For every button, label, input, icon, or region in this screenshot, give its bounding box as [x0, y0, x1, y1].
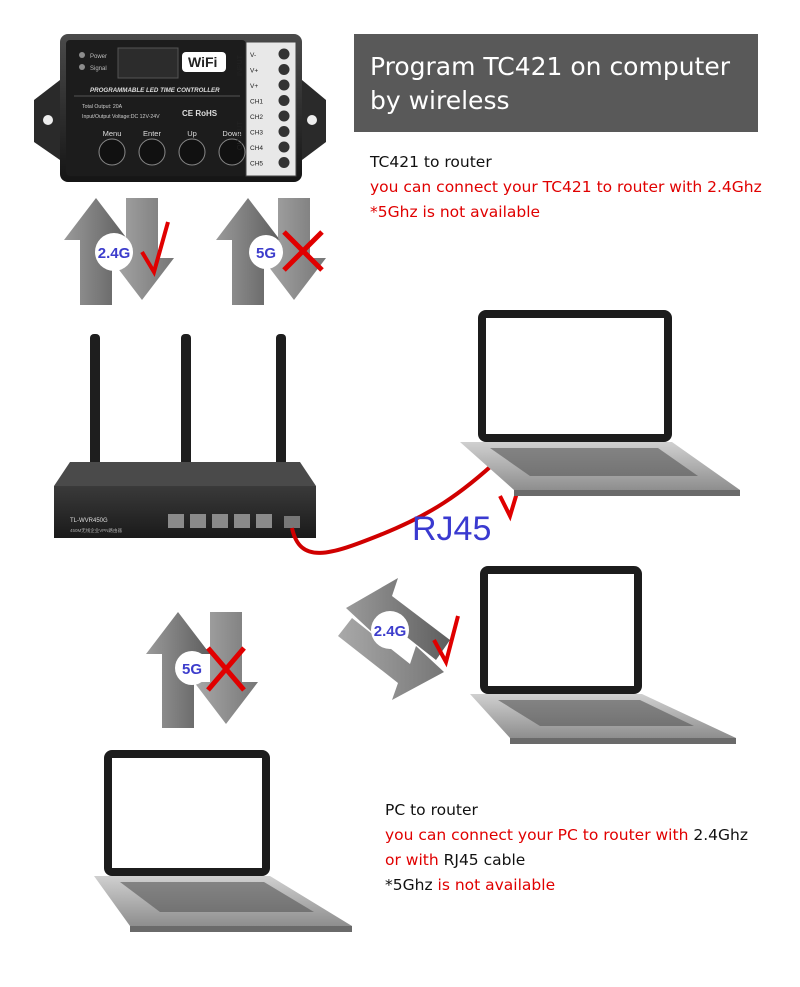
- router-port: [256, 514, 272, 528]
- led-power-label: Power: [90, 54, 107, 60]
- terminal-screw: [278, 110, 290, 122]
- rj45-label: RJ45: [412, 510, 491, 548]
- pc-note: PC to router you can connect your PC to …: [385, 798, 785, 898]
- badge-tc-5g-label: 5G: [256, 245, 276, 262]
- router-model: TL-WVR450G: [70, 518, 108, 524]
- checkmark-icon: [140, 221, 170, 278]
- terminal-screw: [278, 141, 290, 153]
- tc421-line1-text: you can connect your TC421 to router wit…: [370, 178, 708, 196]
- title-banner: Program TC421 on computer by wireless: [354, 34, 758, 132]
- terminal-label: CH3: [250, 130, 263, 137]
- tc421-controller: Power Signal WiFi PROGRAMMABLE LED TIME …: [30, 30, 330, 190]
- led-signal-label: Signal: [90, 66, 107, 72]
- spec-output: Total Output: 20A: [82, 104, 123, 110]
- pc-line3-text: *5Ghz: [385, 876, 433, 894]
- controller-button: [98, 138, 126, 166]
- badge-pc-5g: 5G: [175, 651, 209, 685]
- badge-pc-24g-label: 2.4G: [374, 623, 407, 640]
- terminal-label: CH4: [250, 145, 263, 152]
- router-port: [234, 514, 250, 528]
- laptop-bottom: [94, 750, 352, 932]
- terminal-screw: [278, 157, 290, 168]
- terminal-screw: [278, 126, 290, 137]
- cert-marks: CE RoHS: [182, 109, 218, 118]
- router-subtitle: 450M无线企业VPN路由器: [70, 527, 123, 534]
- terminal-label: V-: [250, 52, 256, 59]
- pc-line1-value: 2.4Ghz: [693, 826, 748, 844]
- checkmark-icon: [432, 615, 460, 668]
- pc-line2-text: or with: [385, 851, 444, 869]
- lcd-title: PROGRAMMABLE LED TIME CONTROLLER: [90, 87, 220, 94]
- pc-heading: PC to router: [385, 801, 478, 819]
- tc-5g-arrows: [216, 198, 326, 305]
- controller-button: [138, 138, 166, 166]
- controller-button-label: Enter: [143, 129, 161, 138]
- cross-icon: [282, 230, 324, 272]
- router-port: [212, 514, 228, 528]
- pc-line2: or with RJ45 cable: [385, 848, 785, 873]
- laptop-top: [460, 310, 740, 496]
- tc421-line1-value: 2.4Ghz: [707, 178, 762, 196]
- tc421-heading: TC421 to router: [370, 153, 492, 171]
- terminal-label: CH5: [250, 161, 263, 168]
- badge-pc-5g-label: 5G: [182, 661, 202, 678]
- terminal-label: V+: [250, 68, 258, 75]
- badge-tc-24g-label: 2.4G: [98, 245, 131, 262]
- pc-line1: you can connect your PC to router with 2…: [385, 823, 785, 848]
- wifi-badge: WiFi: [188, 54, 217, 70]
- terminal-input-label: INPUT: [237, 54, 244, 76]
- spec-voltage: Input/Output Voltage:DC 12V-24V: [82, 114, 160, 120]
- badge-tc-5g: 5G: [249, 235, 283, 269]
- pc-line1-text: you can connect your PC to router with: [385, 826, 694, 844]
- terminal-label: CH1: [250, 99, 263, 106]
- controller-button-label: Up: [187, 129, 197, 138]
- controller-button: [178, 138, 206, 166]
- terminal-label: CH2: [250, 114, 263, 121]
- router: TL-WVR450G 450M无线企业VPN路由器: [54, 334, 316, 538]
- badge-tc-24g: 2.4G: [95, 233, 133, 271]
- controller-button-label: Down: [222, 129, 241, 138]
- badge-pc-24g: 2.4G: [371, 611, 409, 649]
- terminal-screw: [278, 48, 290, 60]
- tc421-line1: you can connect your TC421 to router wit…: [370, 175, 790, 200]
- tc421-note: TC421 to router you can connect your TC4…: [370, 150, 790, 225]
- rj45-cable: [290, 456, 502, 555]
- terminal-screw: [278, 95, 290, 106]
- router-port: [168, 514, 184, 528]
- pc-line3: *5Ghz is not available: [385, 873, 785, 898]
- cross-icon: [206, 646, 246, 692]
- terminal-screw: [278, 79, 290, 91]
- pc-line3-suffix: is not available: [432, 876, 556, 894]
- terminal-label: V+: [250, 83, 258, 90]
- pc-line2-value: RJ45: [443, 851, 479, 869]
- controller-button: [218, 138, 246, 166]
- terminal-screw: [278, 64, 290, 75]
- page-title: Program TC421 on computer by wireless: [370, 52, 731, 115]
- tc421-line2: *5Ghz is not available: [370, 203, 541, 221]
- laptop-middle: [470, 566, 736, 744]
- controller-button-label: Menu: [103, 129, 122, 138]
- pc-line2-suffix: cable: [478, 851, 526, 869]
- router-port: [190, 514, 206, 528]
- terminal-output-label: OUTPUT: [237, 121, 244, 151]
